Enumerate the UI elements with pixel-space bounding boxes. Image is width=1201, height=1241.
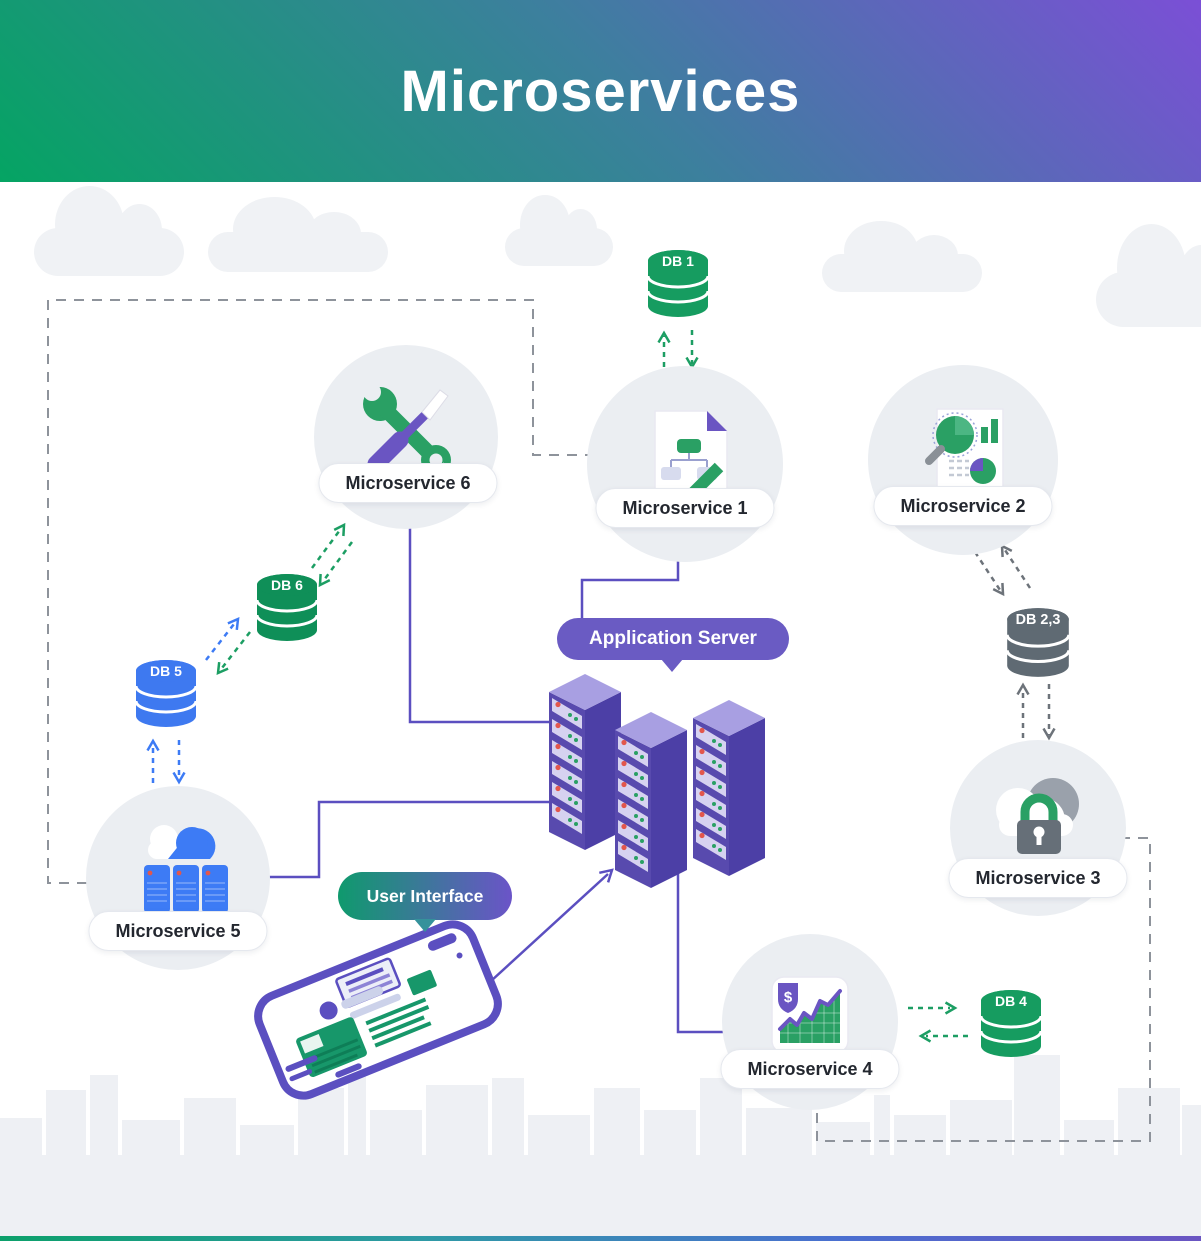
dashed-route-ms1-ms5 <box>47 299 595 884</box>
server-tower <box>615 712 687 888</box>
connector-server-ms4 <box>676 800 729 1034</box>
application-server-graphic <box>505 648 795 893</box>
connector-ms1-server <box>580 546 680 630</box>
db-label: DB 1 <box>662 253 694 269</box>
secure-cloud-lock-icon <box>996 778 1079 854</box>
database-db1: DB 1 <box>644 246 712 325</box>
bottom-accent-strip <box>0 1236 1201 1241</box>
arrowhead <box>599 868 614 883</box>
analytics-report-icon <box>925 408 1004 498</box>
db-label: DB 6 <box>271 577 303 593</box>
finance-chart-shield-icon: $ <box>771 976 849 1054</box>
cloud-icon <box>34 185 184 276</box>
database-db23: DB 2,3 <box>1002 604 1074 685</box>
cloud-server-racks-icon <box>144 825 228 913</box>
label-microservice-1: Microservice 1 <box>595 488 775 528</box>
label-microservice-6: Microservice 6 <box>318 463 498 503</box>
application-server-label: Application Server <box>589 628 757 649</box>
server-tower <box>693 700 765 876</box>
svg-text:$: $ <box>784 989 793 1006</box>
smartphone-illustration <box>254 920 502 1100</box>
label-microservice-5: Microservice 5 <box>88 911 268 951</box>
user-interface-phone <box>238 905 538 1130</box>
user-interface-label: User Interface <box>366 885 484 906</box>
database-cylinder-icon: DB 6 <box>255 574 319 641</box>
database-db5: DB 5 <box>132 656 200 735</box>
dashed-route-ms3-ms4 <box>816 837 1151 1142</box>
cloud-icon <box>505 194 613 266</box>
arrows-db5-ms5 <box>146 738 186 785</box>
connector-ms6-server <box>408 522 560 724</box>
page-title: Microservices <box>400 58 801 124</box>
cloud-icon <box>822 220 982 292</box>
cloud-icon <box>1096 223 1201 327</box>
database-cylinder-icon: DB 1 <box>646 250 710 317</box>
user-interface-bubble: User Interface <box>338 872 512 932</box>
node-microservice-1 <box>587 366 783 562</box>
city-skyline <box>0 1055 1201 1241</box>
label-microservice-3: Microservice 3 <box>948 858 1128 898</box>
arrows-ms6-db6 <box>310 522 354 588</box>
connector-ms5-server <box>253 800 560 879</box>
db-label: DB 2,3 <box>1016 612 1061 628</box>
database-cylinder-icon: DB 5 <box>134 660 198 727</box>
header-banner: Microservices <box>0 0 1201 182</box>
arrows-db5-db6 <box>205 616 251 676</box>
db-label: DB 5 <box>150 663 182 679</box>
arrows-ms2-db23 <box>973 543 1032 597</box>
application-server-bubble: Application Server <box>557 618 789 672</box>
server-tower <box>549 674 621 850</box>
database-db6: DB 6 <box>253 570 321 649</box>
node-microservice-2 <box>868 365 1058 555</box>
db-label: DB 4 <box>995 993 1027 1009</box>
label-microservice-4: Microservice 4 <box>720 1049 900 1089</box>
arrows-db23-ms3 <box>1016 682 1056 741</box>
cloud-icon <box>208 196 388 272</box>
database-cylinder-icon: DB 2,3 <box>1005 608 1071 677</box>
label-microservice-2: Microservice 2 <box>873 486 1053 526</box>
arrows-ms4-db4 <box>908 1001 968 1043</box>
arrows-db1-ms1 <box>657 330 699 370</box>
database-cylinder-icon: DB 4 <box>979 990 1043 1057</box>
database-db4: DB 4 <box>977 986 1045 1065</box>
isometric-server-towers <box>549 674 765 888</box>
wrench-screwdriver-tools-icon <box>363 383 454 481</box>
